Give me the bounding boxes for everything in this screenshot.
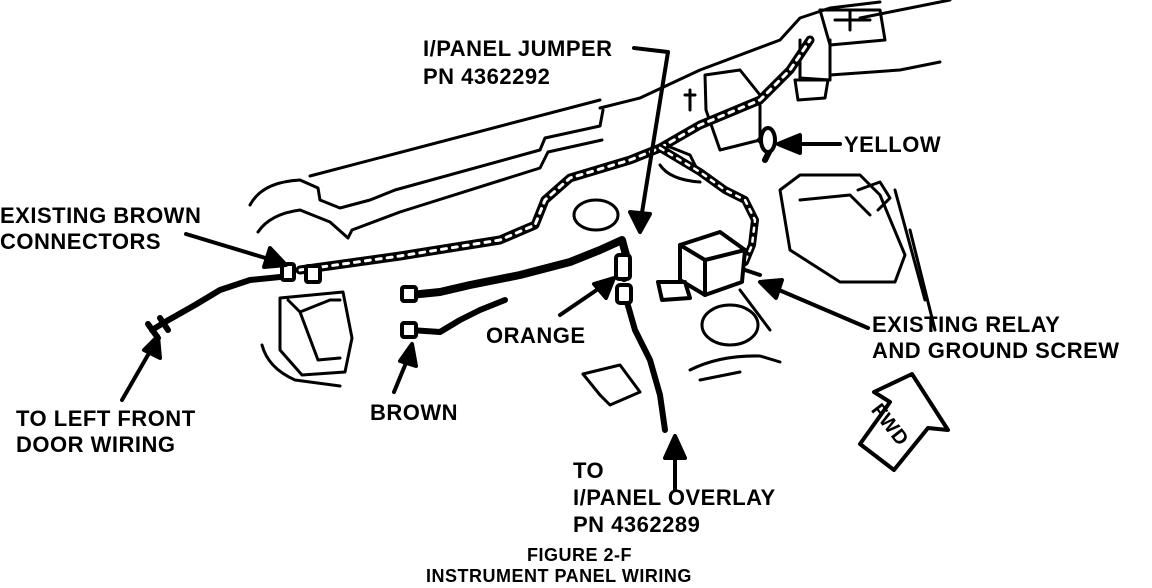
relay-label-line1: EXISTING RELAY [872,312,1061,337]
overlay-label-line1: TO [573,458,605,483]
wire-brown-lower [410,300,505,332]
existing-brown-label-line2: CONNECTORS [0,229,162,254]
brown-label: BROWN [370,400,459,425]
relay-block [658,232,760,300]
jumper-label-line1: I/PANEL JUMPER [423,36,613,61]
existing-brown-label-line1: EXISTING BROWN [0,203,202,228]
left-door-label-line1: TO LEFT FRONT [16,406,196,431]
figure-number: FIGURE 2-F [527,545,633,565]
wire-harness-main [300,40,810,270]
left-door-label-line2: DOOR WIRING [16,432,176,457]
overlay-label-line3: PN 4362289 [573,512,701,537]
yellow-label: YELLOW [844,132,942,157]
overlay-label-line2: I/PANEL OVERLAY [573,485,776,510]
relay-label-line2: AND GROUND SCREW [872,338,1120,363]
wire-jumper [410,240,626,295]
wire-overlay [625,295,665,430]
wire-left-door [148,276,290,338]
jumper-label-line2: PN 4362292 [423,64,551,89]
orange-label: ORANGE [486,323,586,348]
connectors [282,128,775,337]
leader-arrows [122,48,868,490]
fwd-arrow [860,374,948,470]
figure-title: INSTRUMENT PANEL WIRING [426,566,692,586]
